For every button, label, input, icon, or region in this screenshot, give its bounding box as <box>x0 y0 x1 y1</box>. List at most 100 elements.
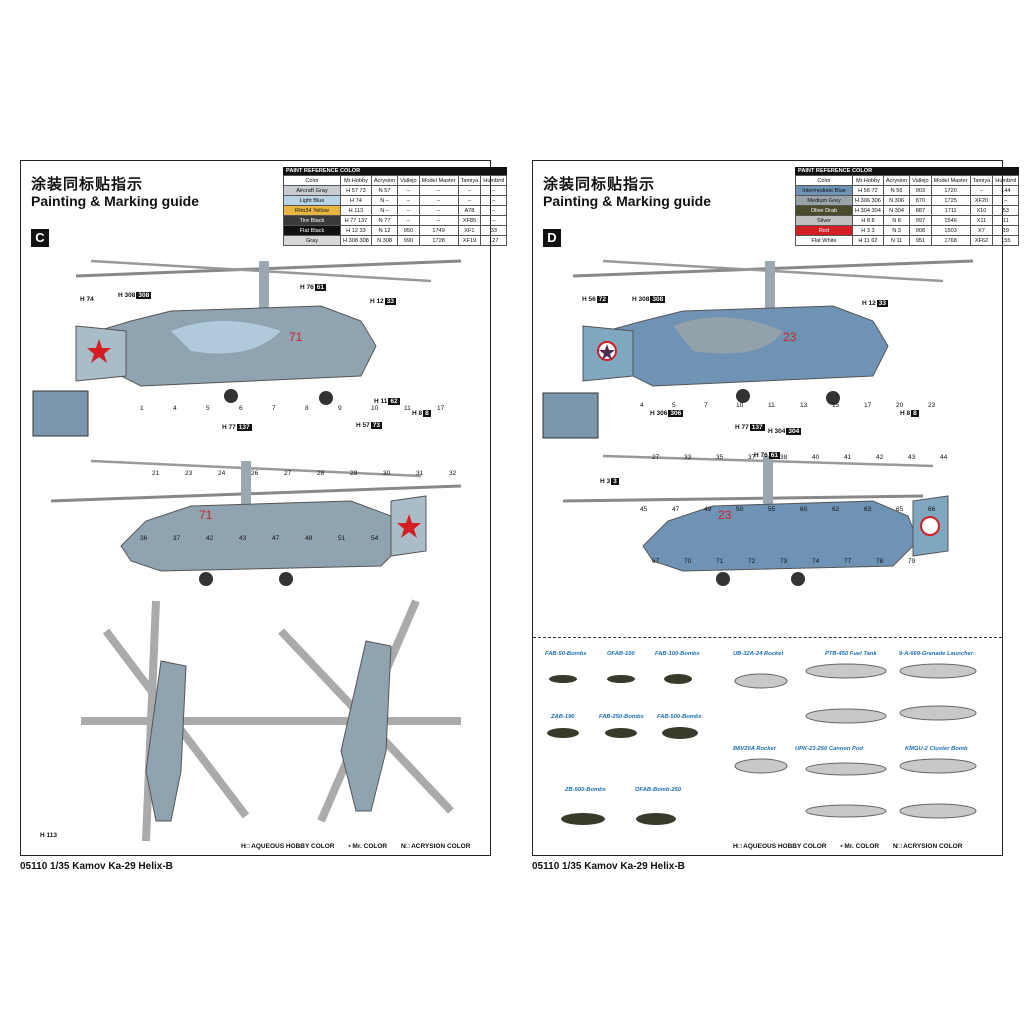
paint-cell-color: Gray <box>283 235 341 246</box>
weapon-stores <box>547 663 977 825</box>
part-number: 7 <box>272 405 276 412</box>
part-number: 55 <box>768 506 776 513</box>
callout-prefix: H 12 <box>370 298 384 305</box>
weapon-fab-500 <box>662 727 698 739</box>
heli-side-view-top: 23 <box>572 259 974 405</box>
part-number: 38 <box>780 454 788 461</box>
callout-code-box: 3 <box>611 478 619 485</box>
part-number: 21 <box>152 470 160 477</box>
footer-right: 05110 1/35 Kamov Ka-29 Helix-B <box>532 861 685 872</box>
footer-left: 05110 1/35 Kamov Ka-29 Helix-B <box>20 861 173 872</box>
part-number: 70 <box>684 558 692 565</box>
weapon-upk-23-250-b <box>805 804 887 818</box>
wheel <box>199 572 213 586</box>
heli-bottom-view-right <box>261 599 461 823</box>
wheel <box>826 391 840 405</box>
callout-prefix: H 308 <box>632 296 650 303</box>
part-number: 62 <box>832 506 840 513</box>
part-number: 5 <box>672 402 676 409</box>
part-number: 36 <box>140 535 148 542</box>
callout-code-box: 72 <box>596 296 608 303</box>
weapon-ub-32a <box>734 673 788 689</box>
part-number: 37 <box>748 454 756 461</box>
part-number: 6 <box>239 405 243 412</box>
helicopter-drawings-c: 71 71 <box>32 259 462 842</box>
red-star-insignia <box>397 514 421 538</box>
callout-prefix: H 8 <box>900 410 911 417</box>
callout-prefix: H 308 <box>118 292 136 299</box>
page-title-en: Painting & Marking guide <box>31 193 200 209</box>
callout-code-box: 73 <box>370 422 382 429</box>
part-number: 77 <box>844 558 852 565</box>
sheet-right-variant-d: 涂装同标贴指示 Painting & Marking guide D PAINT… <box>532 160 1020 856</box>
legend-aqueous: H□ AQUEOUS HOBBY COLOR <box>733 843 827 850</box>
callout-prefix: H 306 <box>650 410 668 417</box>
weapon-label: KMGU-2 Cluster Bomb <box>905 746 968 752</box>
callout-prefix: H 304 <box>768 428 786 435</box>
callout-code-box: 306 <box>668 410 684 417</box>
part-number: 51 <box>338 535 346 542</box>
part-number: 49 <box>704 506 712 513</box>
weapon-ptb-450-b <box>805 708 887 724</box>
callout-prefix: H 76 <box>300 284 314 291</box>
paint-table-caption: PAINT REFERENCE COLOR <box>795 167 1020 175</box>
part-number: 28 <box>317 470 325 477</box>
weapon-label: UPK-23-250 Cannon Pod <box>795 746 863 752</box>
part-number: 79 <box>908 558 916 565</box>
paint-cell-master: 1728 <box>418 235 459 246</box>
weapon-fab-100 <box>664 674 692 684</box>
part-number: 10 <box>736 402 744 409</box>
paint-table-caption: PAINT REFERENCE COLOR <box>283 167 508 175</box>
part-number: 11 <box>768 402 775 409</box>
part-number: 65 <box>896 506 904 513</box>
weapon-ptb-450 <box>805 663 887 679</box>
star-insignia <box>599 344 615 360</box>
part-number: 24 <box>218 470 226 477</box>
heli-side-view-middle: 23 <box>562 454 949 586</box>
part-number: 43 <box>239 535 247 542</box>
part-number: 72 <box>748 558 756 565</box>
callout-code-box: 137 <box>749 424 765 431</box>
part-number: 31 <box>416 470 424 477</box>
part-number: 23 <box>928 402 936 409</box>
legend-acrysion: N□ ACRYSION COLOR <box>892 843 963 850</box>
part-number: 4 <box>173 405 177 412</box>
part-number: 78 <box>876 558 884 565</box>
fuselage-bottom <box>340 640 392 812</box>
paint-reference-table: PAINT REFERENCE COLOR Color Mr.Hobby Acr… <box>283 167 508 246</box>
wheel <box>791 572 805 586</box>
callout-prefix: H 11 <box>374 398 388 405</box>
part-number: 11 <box>404 405 411 412</box>
red-star-insignia <box>87 339 111 363</box>
weapon-kmgu-2-b <box>899 803 977 819</box>
part-number: 73 <box>780 558 788 565</box>
wheel <box>736 389 750 403</box>
weapon-label: ZB-500-Bombs <box>565 787 606 793</box>
weapon-label: 9-A-669-Grenade Launcher <box>899 651 974 657</box>
legend-acrysion: N□ ACRYSION COLOR <box>400 843 471 850</box>
rotor-mast <box>241 461 251 511</box>
page-title-cn: 涂装同标贴指示 <box>543 175 656 193</box>
callout-code-box: 8 <box>911 410 919 417</box>
tactical-number: 23 <box>783 330 797 344</box>
part-number: 40 <box>812 454 820 461</box>
weapon-zb-500 <box>561 813 605 825</box>
weapon-zab-190 <box>547 728 579 738</box>
part-number: 10 <box>371 405 379 412</box>
heli-bottom-view-left <box>81 600 261 842</box>
callout-prefix: H 12 <box>862 300 876 307</box>
weapon-grenade-launcher <box>899 663 977 679</box>
part-number: 48 <box>305 535 313 542</box>
part-number: 54 <box>371 535 379 542</box>
